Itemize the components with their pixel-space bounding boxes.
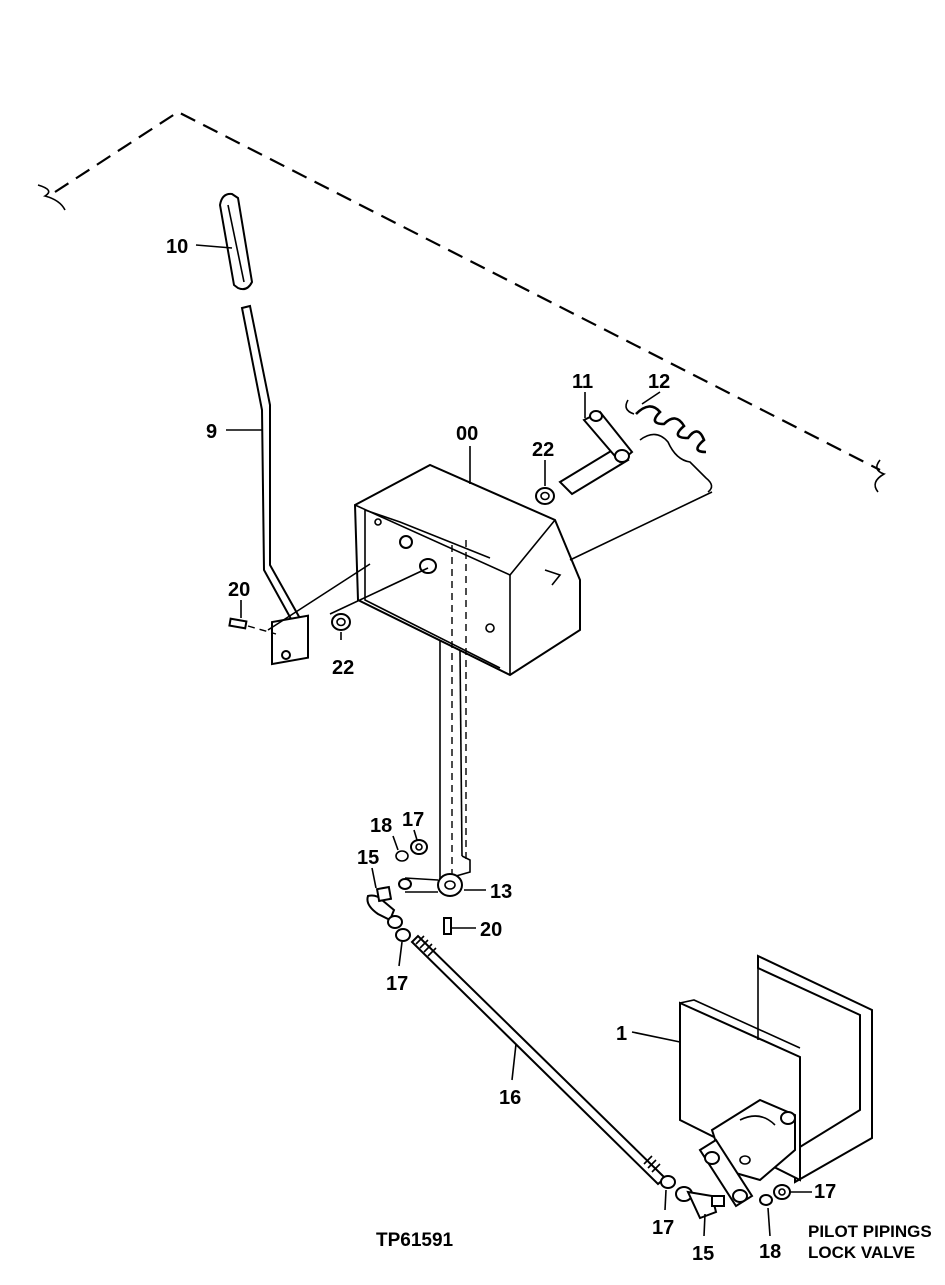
bushing-22-left (331, 613, 351, 631)
callout-20-lower: 20 (480, 919, 502, 941)
callout-17-upper: 17 (402, 809, 424, 831)
rod-16 (410, 934, 667, 1186)
nut-17-upper (410, 839, 428, 855)
callout-17-lower-right: 17 (814, 1181, 836, 1203)
callout-13: 13 (490, 881, 512, 903)
callout-17-rod: 17 (386, 973, 408, 995)
nut-17-lower-right (773, 1184, 791, 1200)
callout-12: 12 (648, 371, 670, 393)
callout-20-upper: 20 (228, 579, 250, 601)
callout-15-lower: 15 (692, 1243, 714, 1265)
lever-rod-9 (240, 304, 309, 666)
nut-17-lower-left (660, 1175, 676, 1189)
vertical-link (439, 540, 471, 895)
callout-22-right: 22 (532, 439, 554, 461)
break-mark-right (874, 459, 886, 493)
clip-18-upper (395, 850, 409, 862)
callout-16: 16 (499, 1087, 521, 1109)
callout-9: 9 (206, 421, 217, 443)
frame-boundary (37, 110, 886, 493)
clip-18-lower (759, 1194, 773, 1206)
callout-18-upper: 18 (370, 815, 392, 837)
arm-11 (558, 410, 634, 496)
rod-end-15-upper (366, 878, 412, 922)
callout-17-lower-left: 17 (652, 1217, 674, 1239)
drawing-id: TP61591 (376, 1230, 454, 1251)
joint-13 (404, 873, 463, 897)
nut-17-rodtop (387, 915, 411, 942)
leader-lines (195, 244, 812, 1237)
break-mark-left (37, 184, 66, 211)
callout-18-lower: 18 (759, 1241, 781, 1263)
bushing-22-right (535, 487, 555, 505)
callout-10: 10 (166, 236, 188, 258)
bracket-box-00 (267, 463, 713, 677)
lock-valve (698, 1098, 796, 1208)
rod-end-15-lower (675, 1186, 725, 1220)
callout-22-left: 22 (332, 657, 354, 679)
pin-20-upper (228, 617, 277, 635)
spring-12 (625, 399, 713, 493)
grip-10 (218, 192, 254, 291)
callout-11: 11 (572, 371, 593, 393)
callout-00: 00 (456, 423, 478, 445)
pin-20-lower (443, 917, 452, 935)
note-lock-valve: LOCK VALVE (808, 1243, 915, 1262)
callout-15-upper: 15 (357, 847, 379, 869)
note-pilot-pipings: PILOT PIPINGS (808, 1222, 932, 1241)
callout-1: 1 (616, 1023, 627, 1045)
